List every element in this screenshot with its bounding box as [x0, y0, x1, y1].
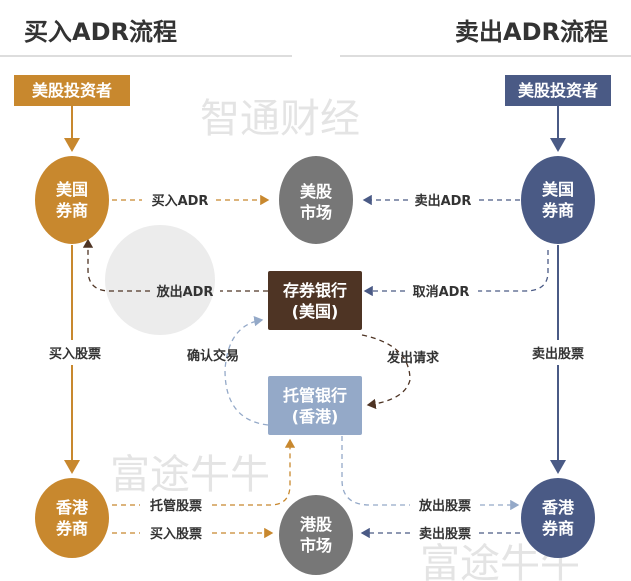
watermark-text: 富途牛牛: [110, 452, 270, 498]
edge-label-buy-stock: 买入股票: [49, 346, 101, 362]
node-hk-market: 港股 市场: [279, 495, 353, 575]
node-label: 美国: [542, 180, 574, 199]
node-label: (美国): [292, 302, 339, 321]
node-label: 市场: [300, 536, 332, 555]
node-label: 港股: [300, 515, 333, 534]
edge-label-sell-stock-hk: 卖出股票: [419, 526, 471, 542]
edge-label-sell-adr: 卖出ADR: [415, 193, 472, 209]
node-label: 香港: [55, 498, 89, 517]
node-custody-bank: 托管银行 (香港): [268, 376, 362, 435]
edge-label-release-adr: 放出ADR: [156, 284, 214, 300]
edge-label-release-stock: 放出股票: [418, 498, 471, 514]
watermark-text: 智通财经: [200, 96, 360, 142]
edge-label-buy-adr: 买入ADR: [152, 194, 209, 209]
node-label: 市场: [300, 203, 332, 222]
node-label: (香港): [292, 407, 339, 426]
node-label: 美股: [300, 182, 333, 201]
sell-investor-box: [505, 75, 611, 106]
node-label: 美国: [56, 180, 88, 199]
buy-investor-label: 美股投资者: [32, 81, 112, 100]
sell-investor-label: 美股投资者: [518, 81, 598, 100]
node-label: 券商: [55, 519, 88, 538]
node-us-broker-buy: 美国 券商: [35, 156, 109, 244]
edge-label-cancel-adr: 取消ADR: [413, 284, 470, 300]
buy-title: 买入ADR流程: [24, 18, 177, 46]
edge-label-confirm-trade: 确认交易: [187, 348, 239, 364]
node-label: 券商: [541, 201, 574, 220]
edge-label-custody-stock: 托管股票: [150, 498, 202, 514]
sell-title: 卖出ADR流程: [455, 18, 608, 46]
node-label: 券商: [541, 519, 574, 538]
node-label: 券商: [55, 201, 88, 220]
node-label: 托管银行: [283, 386, 347, 405]
node-hk-broker-buy: 香港 券商: [35, 478, 109, 558]
buy-investor-box: [14, 75, 130, 106]
node-deposit-bank: 存券银行 (美国): [268, 271, 362, 330]
edge-label-send-request: 发出请求: [386, 350, 440, 366]
node-label: 香港: [541, 498, 575, 517]
edge-label-buy-stock-hk: 买入股票: [150, 526, 202, 542]
dashed-edges: [82, 200, 549, 533]
node-label: 存券银行: [283, 281, 347, 300]
node-us-market: 美股 市场: [279, 156, 353, 244]
node-us-broker-sell: 美国 券商: [521, 156, 595, 244]
watermark-logo: [105, 225, 215, 335]
edge-label-sell-stock: 卖出股票: [532, 346, 584, 362]
node-hk-broker-sell: 香港 券商: [521, 478, 595, 558]
